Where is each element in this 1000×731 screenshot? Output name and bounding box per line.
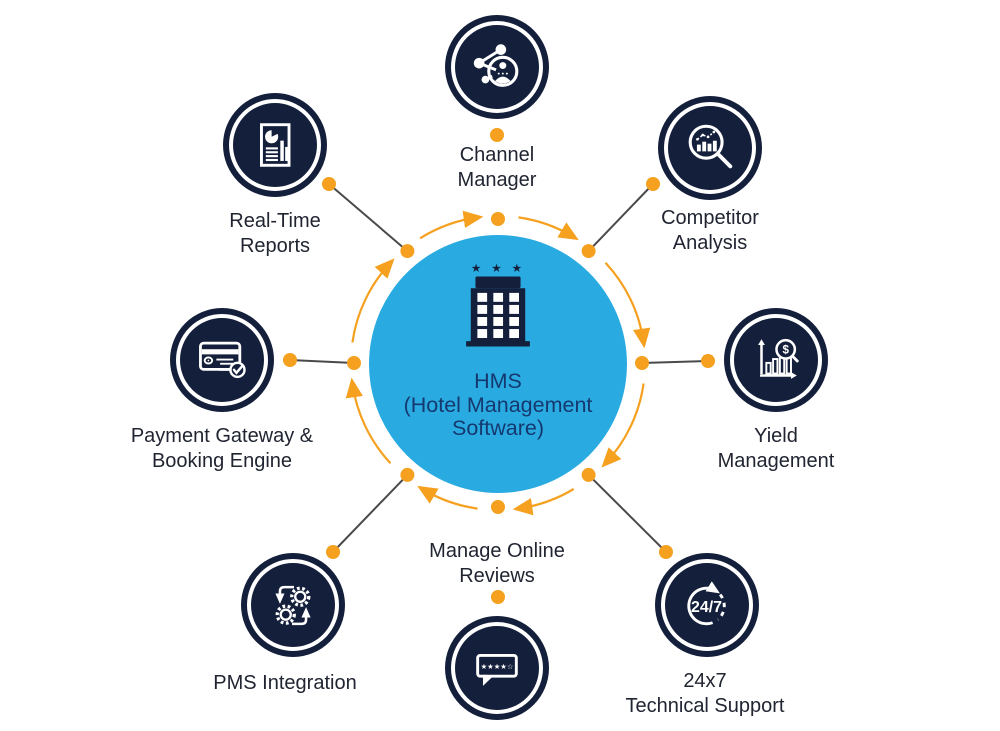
star-rating-text: ★★★★☆ (481, 662, 514, 671)
connector-dots (283, 128, 715, 604)
review-bubble-stars-icon: ★★★★☆ (476, 653, 518, 686)
node-yield-management: $ (724, 308, 828, 412)
node-manage-reviews: ★★★★☆ (445, 616, 549, 720)
node-payment-gateway (170, 308, 274, 412)
hub-subtitle-line2: Software) (451, 416, 544, 440)
hub-hms-circle: ★ ★ ★ HMS (Hotel Management Software) (369, 235, 627, 493)
credit-card-check-icon (199, 341, 246, 379)
label-competitor-analysis: Competitor Analysis (661, 207, 759, 254)
search-chart-icon (688, 124, 733, 169)
report-document-icon (260, 123, 291, 167)
chart-dollar-search-icon: $ (758, 338, 799, 379)
label-channel-manager: Channel Manager (457, 144, 537, 191)
node-technical-support: 24/7 (655, 553, 759, 657)
label-yield-management: Yield Management (717, 425, 835, 472)
label-technical-support: 24x7 Technical Support (625, 670, 785, 717)
network-share-icon (473, 44, 519, 87)
gears-sync-icon (275, 585, 311, 626)
24-7-text: 24/7 (691, 599, 722, 616)
hub-star-rating: ★ ★ ★ (471, 261, 525, 275)
radial-connector-lines (289, 183, 709, 553)
label-pms-integration: PMS Integration (213, 672, 357, 694)
label-realtime-reports: Real-Time Reports (229, 210, 321, 257)
hub-subtitle-line1: (Hotel Management (403, 392, 593, 417)
label-payment-gateway: Payment Gateway & Booking Engine (130, 425, 314, 472)
hotel-building-icon: ★ ★ ★ (466, 261, 530, 347)
node-channel-manager (445, 15, 549, 119)
hub-title: HMS (474, 369, 522, 393)
label-manage-reviews: Manage Online Reviews (429, 540, 565, 587)
node-pms-integration (241, 553, 345, 657)
24-7-arrows-icon: 24/7 (687, 581, 726, 626)
node-competitor-analysis (658, 96, 762, 200)
dollar-sign: $ (782, 344, 789, 357)
clockwise-arrow-ring (345, 210, 651, 516)
node-realtime-reports (223, 93, 327, 197)
